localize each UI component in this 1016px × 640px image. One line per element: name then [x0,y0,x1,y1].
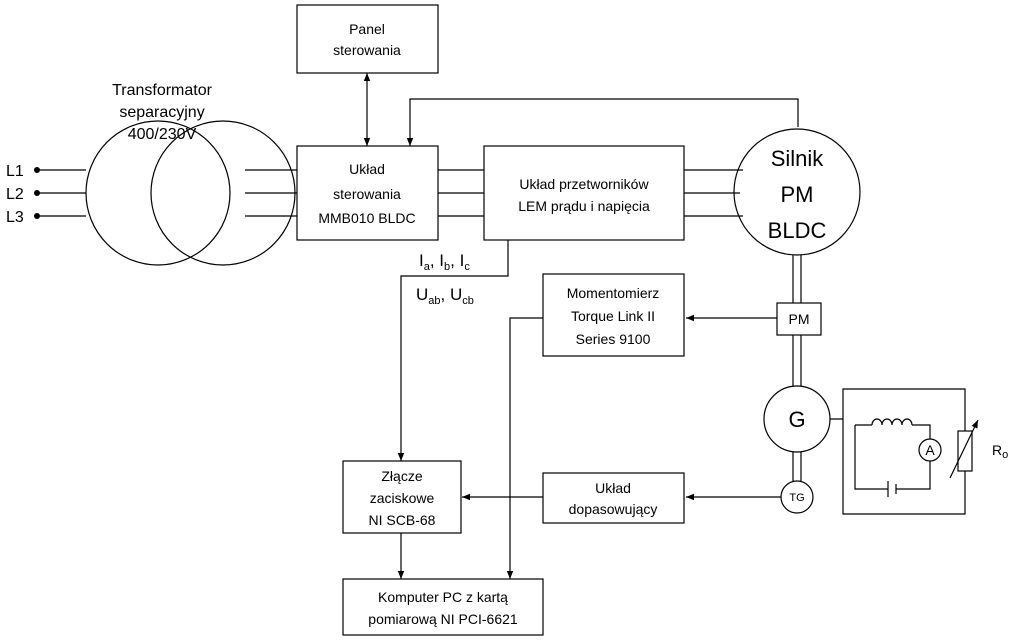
torque-meter-box [542,273,685,357]
motor-line3: BLDC [768,218,827,243]
torque-sensor-label: PM [789,311,810,327]
lem-to-motor-lines [684,169,743,217]
input-lines [34,167,86,219]
transformer-label-line1: Transformator [112,82,213,99]
shaft-generator-tg [792,452,802,482]
resistor-label: Ro [992,442,1008,461]
torque-meter-line1: Momentomierz [567,285,660,301]
computer-line2: pomiarową NI PCI-6621 [368,611,518,627]
terminal-block-line2: zaciskowe [370,490,435,506]
generator-label: G [788,407,805,432]
label-l3: L3 [6,209,24,226]
torque-meter-line2: Torque Link II [571,308,655,324]
motor-feedback-arrow [406,98,799,146]
control-panel-line1: Panel [349,21,385,37]
controller-to-lem-lines [438,169,484,217]
label-l2: L2 [6,186,24,203]
controller-line3: MMB010 BLDC [318,210,415,226]
computer-box [342,578,544,636]
controller-line1: Układ [349,161,385,177]
motor-circle [733,128,861,256]
computer-line1: Komputer PC z kartą [378,589,508,605]
shaft-pm-generator [792,335,802,386]
terminal-block-line1: Złącze [381,468,422,484]
torque-meter-line3: Series 9100 [576,331,651,347]
tachogenerator-label: TG [789,492,804,504]
terminal-block-line3: NI SCB-68 [369,512,436,528]
controller-line2: sterowania [333,186,401,202]
matching-unit-box [542,472,685,524]
generator-load-circuit [830,388,979,515]
lem-transducers-box [483,145,685,241]
matching-unit-line1: Układ [595,480,631,496]
currents-label: Ia, Ib, Ic [419,251,470,273]
transformer-label-line3: 400/230V [128,126,197,143]
transformer-label-line2: separacyjny [119,104,204,121]
torquemeter-to-computer-arrow [506,317,543,579]
voltages-label: Uab, Ucb [416,285,474,307]
lem-line1: Układ przetworników [519,176,649,192]
control-panel-line2: sterowania [333,42,401,58]
torque-sensor-box [776,302,822,336]
motor-line2: PM [781,182,814,207]
ammeter-label: A [925,442,935,458]
matching-unit-line2: dopasowujący [569,501,658,517]
control-panel-box [296,4,439,74]
transformer-to-controller-lines [245,169,297,217]
ammeter-circle [918,438,942,462]
motor-line1: Silnik [771,146,825,171]
lem-line2: LEM prądu i napięcia [518,198,650,214]
shaft-motor-pm [792,255,802,303]
lem-to-terminal-arrow [397,240,509,461]
label-l1: L1 [6,163,24,180]
terminal-block-box [342,460,462,534]
